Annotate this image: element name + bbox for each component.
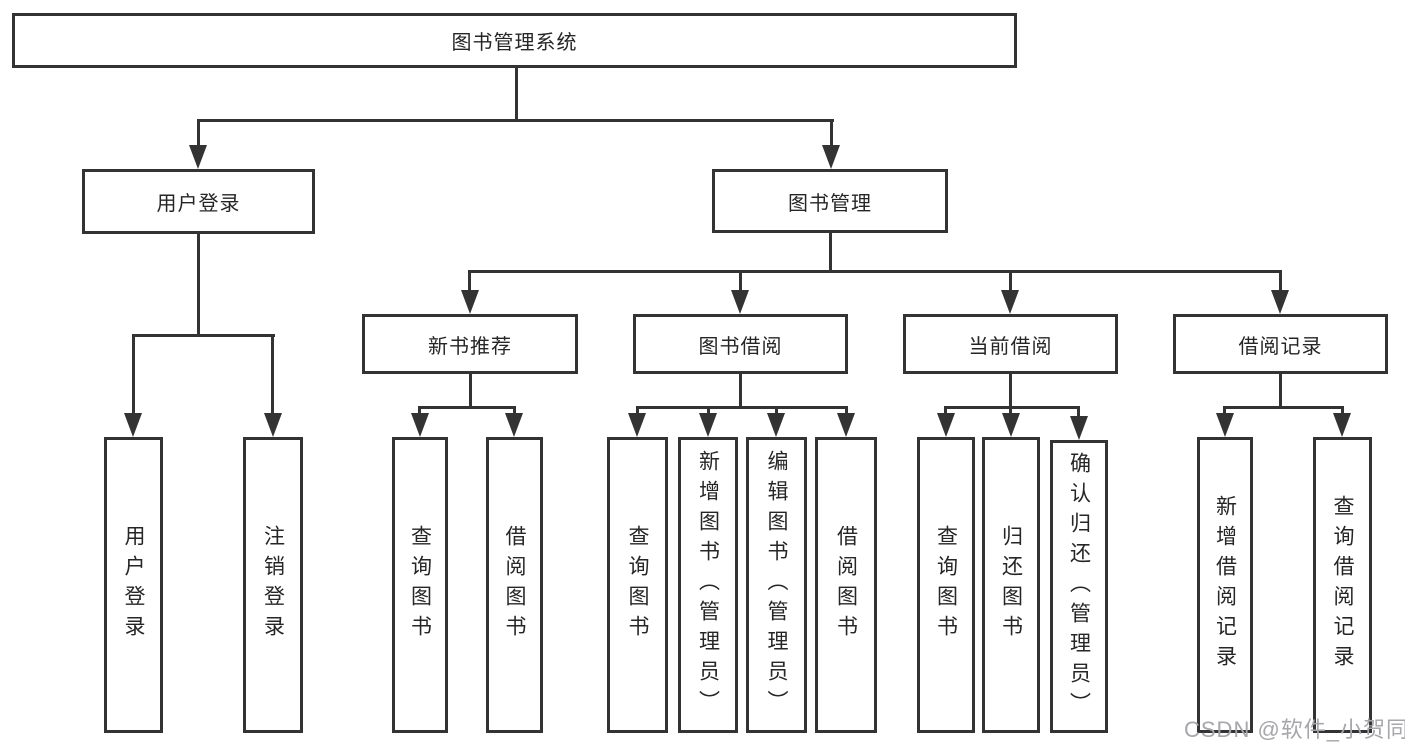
connector-line	[418, 406, 421, 418]
connector-line	[513, 406, 516, 418]
node-current-borrow: 当前借阅	[903, 314, 1118, 374]
leaf-query-books-current: 查询图书	[917, 437, 975, 733]
node-new-book-recommend: 新书推荐	[362, 314, 578, 374]
leaf-query-borrow-record: 查询借阅记录	[1313, 437, 1372, 733]
leaf-add-books-admin: 新增图书（管理员）	[678, 437, 738, 733]
connector-line	[707, 406, 710, 418]
connector-line	[1279, 270, 1282, 295]
arrow-down-icon	[1001, 290, 1019, 314]
connector-line	[1279, 374, 1282, 409]
connector-line	[1009, 270, 1012, 295]
connector-line	[1009, 374, 1012, 409]
leaf-borrow-books: 借阅图书	[815, 437, 877, 733]
connector-line	[468, 270, 1282, 273]
connector-line	[132, 334, 135, 417]
node-borrow-records: 借阅记录	[1173, 314, 1388, 374]
connector-line	[1009, 406, 1012, 418]
leaf-confirm-return-admin: 确认归还（管理员）	[1050, 440, 1108, 733]
leaf-query-books-recommend: 查询图书	[392, 437, 448, 733]
connector-line	[1224, 406, 1343, 409]
arrow-down-icon	[461, 290, 479, 314]
connector-line	[419, 406, 516, 409]
arrow-down-icon	[837, 413, 855, 437]
node-root-library-system: 图书管理系统	[12, 13, 1017, 68]
leaf-add-borrow-record: 新增借阅记录	[1197, 437, 1253, 733]
arrow-down-icon	[937, 413, 955, 437]
node-book-management: 图书管理	[712, 169, 948, 233]
arrow-down-icon	[1070, 416, 1088, 440]
arrow-down-icon	[628, 413, 646, 437]
arrow-down-icon	[1216, 413, 1234, 437]
csdn-watermark: CSDN @软件_小贺同学	[1184, 717, 1405, 742]
arrow-down-icon	[1002, 413, 1020, 437]
connector-line	[469, 374, 472, 409]
connector-line	[1341, 406, 1344, 418]
leaf-user-login: 用户登录	[104, 437, 163, 733]
arrow-down-icon	[189, 145, 207, 169]
connector-line	[197, 119, 200, 150]
connector-line	[830, 119, 833, 150]
connector-line	[845, 406, 848, 418]
leaf-return-books: 归还图书	[982, 437, 1040, 733]
connector-line	[197, 119, 834, 122]
arrow-down-icon	[731, 290, 749, 314]
leaf-query-books-borrow: 查询图书	[607, 437, 668, 733]
arrow-down-icon	[699, 413, 717, 437]
arrow-down-icon	[124, 413, 142, 437]
connector-line	[636, 406, 847, 409]
connector-line	[829, 233, 832, 271]
connector-line	[1077, 406, 1080, 421]
connector-line	[515, 68, 518, 120]
arrow-down-icon	[822, 145, 840, 169]
arrow-down-icon	[767, 413, 785, 437]
connector-line	[944, 406, 947, 418]
arrow-down-icon	[1271, 290, 1289, 314]
leaf-borrow-books-recommend: 借阅图书	[486, 437, 543, 733]
connector-line	[468, 270, 471, 295]
connector-line	[775, 406, 778, 418]
connector-line	[636, 406, 639, 418]
connector-line	[739, 374, 742, 409]
connector-line	[197, 234, 200, 335]
arrow-down-icon	[505, 413, 523, 437]
connector-line	[132, 334, 275, 337]
arrow-down-icon	[264, 413, 282, 437]
connector-line	[271, 334, 274, 417]
arrow-down-icon	[1333, 413, 1351, 437]
leaf-edit-books-admin: 编辑图书（管理员）	[746, 437, 807, 733]
connector-line	[945, 406, 1080, 409]
node-user-login: 用户登录	[82, 169, 315, 234]
connector-line	[1223, 406, 1226, 418]
arrow-down-icon	[411, 413, 429, 437]
node-book-borrow: 图书借阅	[633, 314, 848, 374]
connector-line	[739, 270, 742, 295]
leaf-logout: 注销登录	[243, 437, 303, 733]
